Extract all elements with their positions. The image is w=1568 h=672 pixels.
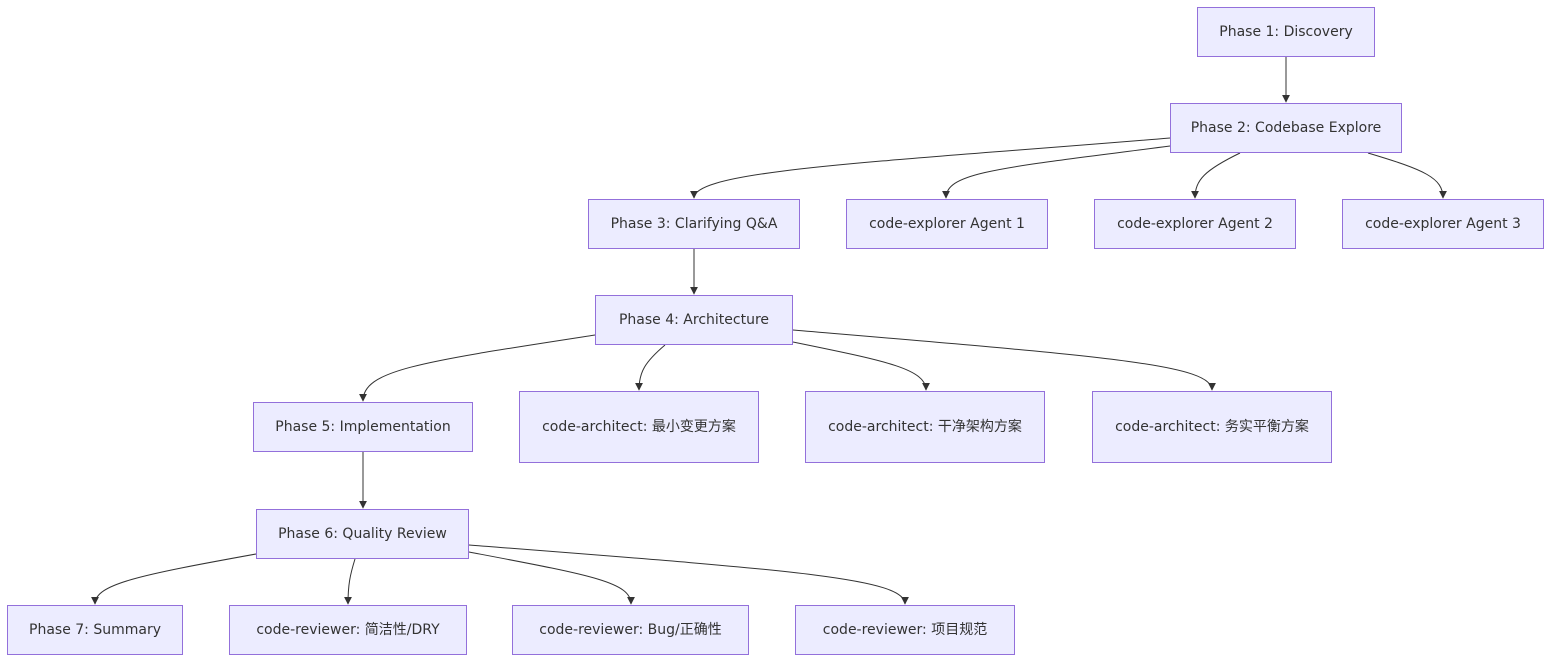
node-code-architect-clean-architecture[interactable]: code-architect: 干净架构方案 xyxy=(805,391,1045,463)
node-code-explorer-agent-3[interactable]: code-explorer Agent 3 xyxy=(1342,199,1544,249)
node-label: Phase 7: Summary xyxy=(29,622,161,638)
node-label: code-architect: 务实平衡方案 xyxy=(1115,419,1309,435)
edge-p6-p7 xyxy=(91,553,257,605)
node-code-architect-minimal-change[interactable]: code-architect: 最小变更方案 xyxy=(519,391,759,463)
node-code-explorer-agent-1[interactable]: code-explorer Agent 1 xyxy=(846,199,1048,249)
node-phase-6-quality-review[interactable]: Phase 6: Quality Review xyxy=(256,509,469,559)
node-label: code-architect: 干净架构方案 xyxy=(828,419,1022,435)
node-phase-2-codebase-explore[interactable]: Phase 2: Codebase Explore xyxy=(1170,103,1402,153)
edge-p4-p5 xyxy=(359,334,596,402)
node-label: Phase 6: Quality Review xyxy=(278,526,447,542)
node-phase-7-summary[interactable]: Phase 7: Summary xyxy=(7,605,183,655)
edge-p6-cr3 xyxy=(468,544,909,605)
node-code-reviewer-simplicity-dry[interactable]: code-reviewer: 简洁性/DRY xyxy=(229,605,467,655)
node-label: code-reviewer: Bug/正确性 xyxy=(539,622,722,638)
edge-p6-cr1 xyxy=(344,558,356,605)
edge-p2-p3 xyxy=(690,137,1171,199)
node-phase-4-architecture[interactable]: Phase 4: Architecture xyxy=(595,295,793,345)
node-code-reviewer-project-conventions[interactable]: code-reviewer: 项目规范 xyxy=(795,605,1015,655)
node-label: code-explorer Agent 3 xyxy=(1365,216,1521,232)
node-code-architect-pragmatic-balance[interactable]: code-architect: 务实平衡方案 xyxy=(1092,391,1332,463)
node-label: code-explorer Agent 1 xyxy=(869,216,1025,232)
node-code-reviewer-bug-correctness[interactable]: code-reviewer: Bug/正确性 xyxy=(512,605,749,655)
node-code-explorer-agent-2[interactable]: code-explorer Agent 2 xyxy=(1094,199,1296,249)
edge-p2-ce1 xyxy=(942,145,1171,199)
edge-p2-ce2 xyxy=(1191,152,1241,199)
node-label: code-explorer Agent 2 xyxy=(1117,216,1273,232)
edge-p4-ca1 xyxy=(635,344,666,391)
edge-p4-ca2 xyxy=(792,341,930,391)
node-phase-5-implementation[interactable]: Phase 5: Implementation xyxy=(253,402,473,452)
node-label: code-architect: 最小变更方案 xyxy=(542,419,736,435)
node-phase-3-clarifying-qa[interactable]: Phase 3: Clarifying Q&A xyxy=(588,199,800,249)
node-label: code-reviewer: 项目规范 xyxy=(822,622,988,638)
edge-p2-ce3 xyxy=(1367,152,1447,199)
edge-p4-ca3 xyxy=(792,329,1216,391)
node-label: Phase 1: Discovery xyxy=(1219,24,1353,40)
node-label: Phase 4: Architecture xyxy=(618,312,770,328)
node-label: Phase 2: Codebase Explore xyxy=(1190,120,1382,136)
node-label: Phase 3: Clarifying Q&A xyxy=(610,216,778,232)
node-label: code-reviewer: 简洁性/DRY xyxy=(256,622,440,638)
edge-p6-cr2 xyxy=(468,551,635,605)
node-label: Phase 5: Implementation xyxy=(275,419,451,435)
node-phase-1-discovery[interactable]: Phase 1: Discovery xyxy=(1197,7,1375,57)
